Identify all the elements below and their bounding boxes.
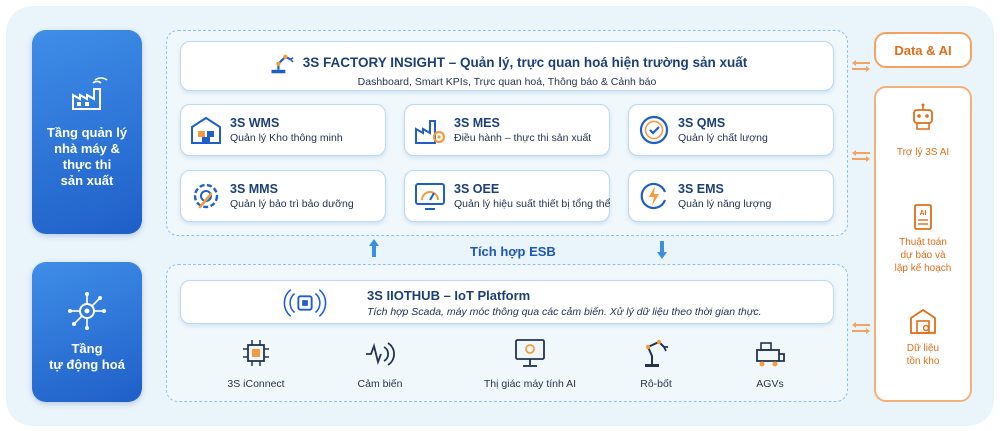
factory-insight-title: 3S FACTORY INSIGHT – Quản lý, trực quan … [302,54,748,70]
module-mms-title: 3S MMS [230,181,278,196]
iot-chip-icon [283,289,327,317]
module-qms-title: 3S QMS [678,115,726,130]
bidirectional-arrow-icon [852,60,870,72]
sensor-wave-icon [366,342,395,366]
device-sensor-label: Cảm biến [357,378,403,390]
ai-panel [874,86,972,402]
bidirectional-arrow-icon [852,150,870,162]
ai-item-forecast[interactable]: AI Thuật toán dự báo và lập kế hoạch [875,202,971,275]
management-layer-box: Tầng quản lý nhà máy & thực thi sản xuất [32,30,142,234]
factory-insight-card: 3S FACTORY INSIGHT – Quản lý, trực quan … [180,41,834,91]
device-vision: Thị giác máy tính AI [470,336,590,390]
warehouse-icon [191,116,221,144]
device-robot: Rô-bốt [596,336,716,390]
iiothub-card[interactable]: 3S IIOTHUB – IoT Platform Tích hợp Scada… [180,280,834,324]
module-mes-title: 3S MES [454,115,500,130]
device-agv-label: AGVs [756,378,784,390]
wrench-gear-icon [193,183,219,209]
factory-gear-icon [415,120,446,144]
robot-arm-icon [645,339,668,367]
esb-label: Tích hợp ESB [470,244,556,259]
network-hub-icon [68,292,106,330]
iiothub-subtitle: Tích hợp Scada, máy móc thông qua các cả… [367,306,762,318]
device-iconnect: 3S iConnect [196,336,316,390]
ai-item-assistant[interactable]: Trợ lý 3S AI [875,102,971,159]
factory-insight-subtitle: Dashboard, Smart KPIs, Trực quan hoá, Th… [357,76,657,88]
device-robot-label: Rô-bốt [640,378,672,390]
iiothub-title: 3S IIOTHUB – IoT Platform [367,288,531,303]
device-vision-label: Thị giác máy tính AI [483,378,577,390]
warehouse-box-icon [910,308,936,334]
module-qms-desc: Quản lý chất lượng [678,131,768,144]
module-ems-title: 3S EMS [678,181,724,196]
module-wms-title: 3S WMS [230,115,280,130]
ai-item-assistant-label: Trợ lý 3S AI [896,147,950,158]
robot-arm-icon [271,54,294,74]
agv-cart-icon [756,342,785,367]
ai-robot-icon [913,103,933,130]
module-mms-desc: Quản lý bảo trì bảo dưỡng [230,197,354,210]
automation-layer-box: Tầng tự động hoá [32,262,142,402]
svg-text:AI: AI [920,210,927,217]
management-layer-label: Tầng quản lý nhà máy & thực thi sản xuất [46,125,128,188]
ai-item-inventory[interactable]: Dữ liệu tồn kho [875,306,971,368]
factory-signal-icon [72,77,108,110]
bidirectional-arrow-icon [852,322,870,334]
energy-bolt-icon [640,182,667,210]
gauge-monitor-icon [415,183,445,210]
chip-icon [243,340,269,366]
module-wms-desc: Quản lý Kho thông minh [230,131,343,144]
ai-item-forecast-label: Thuật toán dự báo và lập kế hoạch [894,237,952,274]
down-arrow-icon [657,241,667,259]
quality-badge-icon [639,115,669,145]
device-agv: AGVs [710,336,830,390]
module-oee-desc: Quản lý hiệu suất thiết bị tổng thể [454,197,611,210]
module-mes-desc: Điều hành – thực thi sản xuất [454,131,592,144]
data-ai-pill: Data & AI [874,32,972,68]
ai-document-icon: AI [914,204,932,230]
module-oee-title: 3S OEE [454,181,500,196]
device-iconnect-label: 3S iConnect [227,378,285,390]
device-sensor: Cảm biến [320,336,440,390]
ai-item-inventory-label: Dữ liệu tồn kho [906,343,940,367]
up-arrow-icon [369,239,379,257]
module-ems-desc: Quản lý năng lượng [678,197,772,210]
automation-layer-label: Tầng tự động hoá [49,341,125,372]
computer-vision-icon [515,339,545,367]
